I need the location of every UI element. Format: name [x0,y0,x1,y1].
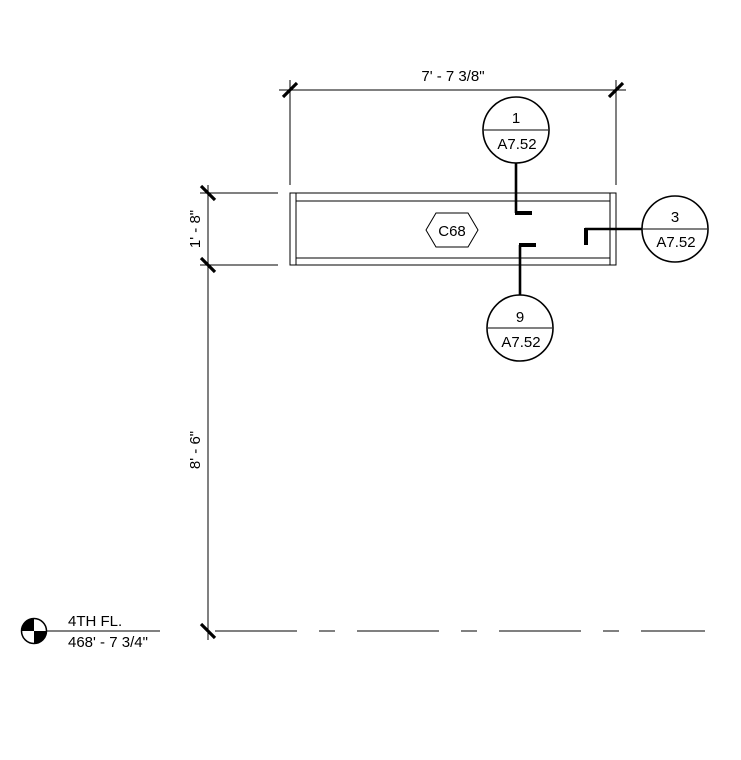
height-tick-bottom [199,622,217,640]
section-callout-1[interactable]: 1 A7.52 [482,96,550,215]
callout-1-sheet: A7.52 [497,136,536,153]
height-tick-mid [199,256,217,274]
width-tick-right [607,81,625,99]
level-name: 4TH FL. [68,613,122,630]
hexagon-tag-shape [425,212,479,248]
section-callout-9[interactable]: 9 A7.52 [486,243,554,362]
element-tag[interactable]: C68 [425,212,479,248]
height-lower-dimension-text: 8' - 6" [187,431,204,469]
callout-9-number: 9 [516,309,524,326]
level-datum-icon [20,617,48,645]
height-tick-top [199,184,217,202]
width-dimension: 7' - 7 3/8" [279,68,626,185]
callout-9-sheet: A7.52 [501,334,540,351]
callout-3-number: 3 [671,209,679,226]
section-callout-3[interactable]: 3 A7.52 [584,195,709,263]
height-dimensions: 1' - 8" 8' - 6" [187,184,278,640]
width-tick-left [281,81,299,99]
height-upper-dimension-text: 1' - 8" [187,210,204,248]
callout-1-number: 1 [512,110,520,127]
level-elevation: 468' - 7 3/4" [68,634,148,651]
callout-3-sheet: A7.52 [656,234,695,251]
element-tag-text: C68 [438,223,466,240]
width-dimension-text: 7' - 7 3/8" [421,68,484,85]
